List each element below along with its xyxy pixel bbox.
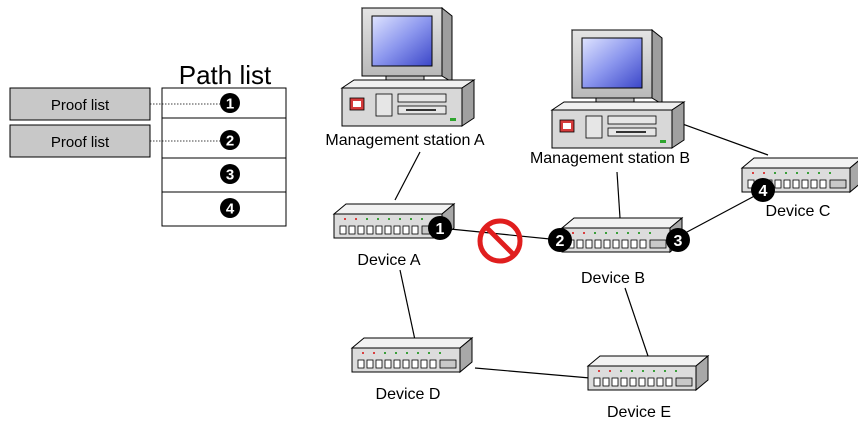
path-marker-4-label: 4 xyxy=(226,201,235,218)
link-device-d-device-e xyxy=(474,367,591,379)
marker-4-label: 4 xyxy=(759,183,768,200)
path-list-title: Path list xyxy=(179,60,272,90)
marker-1-label: 1 xyxy=(436,221,445,238)
device-d-label: Device D xyxy=(376,386,441,403)
link-station-a-device-a xyxy=(394,151,421,201)
link-device-b-device-c xyxy=(671,191,763,241)
device-c-label: Device C xyxy=(766,203,831,220)
link-station-b-device-b xyxy=(616,171,621,219)
device-e-label: Device E xyxy=(607,404,671,421)
proof-list-label-2: Proof list xyxy=(51,134,110,151)
marker-3-label: 3 xyxy=(674,233,683,250)
path-marker-2 xyxy=(220,130,240,150)
path-marker-3-label: 3 xyxy=(226,167,234,184)
computer-icon xyxy=(341,7,475,127)
marker-2 xyxy=(548,228,572,252)
path-marker-1 xyxy=(220,93,240,113)
marker-4 xyxy=(751,178,775,202)
path-marker-4 xyxy=(220,198,240,218)
diagram-markers: 1 2 3 4 xyxy=(428,178,775,252)
proof-list-connectors xyxy=(150,103,220,142)
device-b-label: Device B xyxy=(581,270,645,287)
switch-icon xyxy=(561,217,683,253)
path-list-markers: 1 2 3 4 xyxy=(220,93,240,218)
station-b-label: Management station B xyxy=(530,150,690,167)
switch-icon xyxy=(351,337,473,373)
path-marker-3 xyxy=(220,164,240,184)
proof-list-box-2 xyxy=(9,124,151,158)
marker-1 xyxy=(428,216,452,240)
marker-3 xyxy=(666,228,690,252)
marker-2-label: 2 xyxy=(556,233,565,250)
path-marker-2-label: 2 xyxy=(226,133,234,150)
link-device-a-device-b xyxy=(439,227,561,241)
path-marker-1-label: 1 xyxy=(226,96,234,113)
device-a-label: Device A xyxy=(357,252,420,269)
station-a-label: Management station A xyxy=(325,132,485,149)
proof-list-group: Proof list Proof list xyxy=(9,87,151,158)
proof-list-label-1: Proof list xyxy=(51,97,110,114)
link-device-a-device-d xyxy=(399,269,416,341)
no-entry-icon xyxy=(477,218,523,264)
link-device-b-device-e xyxy=(624,287,649,357)
computer-icon xyxy=(551,29,685,149)
switch-icon xyxy=(587,355,709,391)
